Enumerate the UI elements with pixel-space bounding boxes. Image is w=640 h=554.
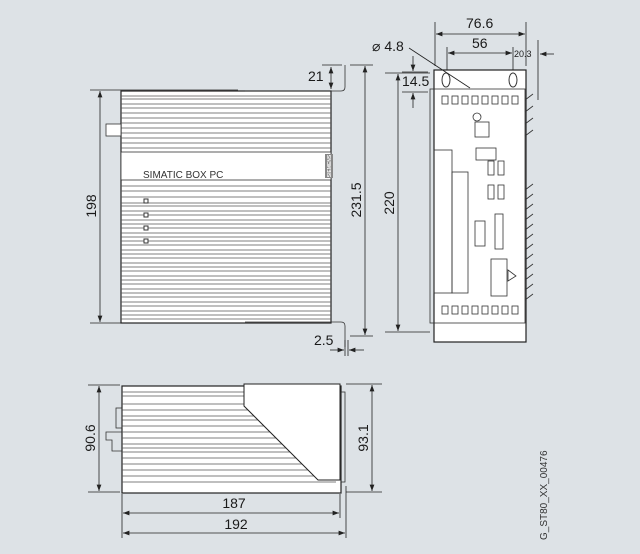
product-label: SIMATIC BOX PC	[143, 170, 223, 181]
drawing-line	[524, 193, 534, 201]
drawing-line	[524, 203, 534, 211]
vent-slot	[501, 95, 509, 105]
vent-slot	[461, 305, 469, 315]
dim-21: 21	[308, 68, 324, 84]
dim-20-3: 20.3	[514, 49, 532, 59]
dim-76-6: 76.6	[466, 15, 493, 31]
drawing-line	[524, 213, 534, 221]
drawing-line	[524, 273, 534, 281]
drawing-line	[524, 263, 534, 271]
drawing-line	[524, 129, 534, 137]
drawing-line	[524, 253, 534, 261]
dim-14-5: 14.5	[402, 73, 429, 89]
dim-231-5: 231.5	[348, 182, 364, 217]
vent-slot	[471, 95, 479, 105]
dim-220: 220	[381, 191, 397, 215]
vent-slot	[511, 95, 519, 105]
drawing-line	[524, 117, 534, 125]
drawing-line	[524, 233, 534, 241]
side-view	[429, 69, 534, 343]
vent-slot	[511, 305, 519, 315]
vent-slot	[481, 95, 489, 105]
dim-56: 56	[472, 35, 488, 51]
drawing-line	[524, 93, 534, 101]
bottom-dimensions: 90.6 93.1 187 192	[82, 383, 382, 538]
drawing-line	[524, 105, 534, 113]
front-view: SIMATIC BOX PC SIEMENS	[105, 65, 346, 347]
vent-slot	[451, 305, 459, 315]
vent-slot	[441, 95, 449, 105]
vent-slot	[441, 305, 449, 315]
drawing-line	[524, 283, 534, 291]
dim-93-1: 93.1	[355, 424, 371, 451]
dim-198: 198	[83, 194, 99, 218]
drawing-line	[524, 243, 534, 251]
dim-2-5: 2.5	[314, 332, 334, 348]
dim-192: 192	[224, 516, 248, 532]
dim-187: 187	[222, 495, 246, 511]
vent-slot	[461, 95, 469, 105]
vent-slot	[491, 305, 499, 315]
bottom-view	[105, 383, 346, 494]
brand-plate	[325, 154, 333, 178]
drawing-line	[524, 293, 534, 301]
vent-slot	[451, 95, 459, 105]
brand-plate-text: SIEMENS	[327, 154, 333, 177]
vent-slot	[491, 95, 499, 105]
front-dimensions: 198 21 231.5 220 2.5	[83, 64, 430, 356]
vent-slot	[481, 305, 489, 315]
dim-hole-diameter: ⌀ 4.8	[372, 38, 404, 54]
drawing-id: G_ST80_XX_00476	[539, 450, 550, 540]
vent-slot	[471, 305, 479, 315]
drawing-line	[524, 183, 534, 191]
side-dimensions: 76.6 56 20.3 ⌀ 4.8 14.5	[372, 15, 554, 108]
drawing-line	[524, 223, 534, 231]
vent-slot	[501, 305, 509, 315]
dim-90-6: 90.6	[82, 424, 98, 451]
